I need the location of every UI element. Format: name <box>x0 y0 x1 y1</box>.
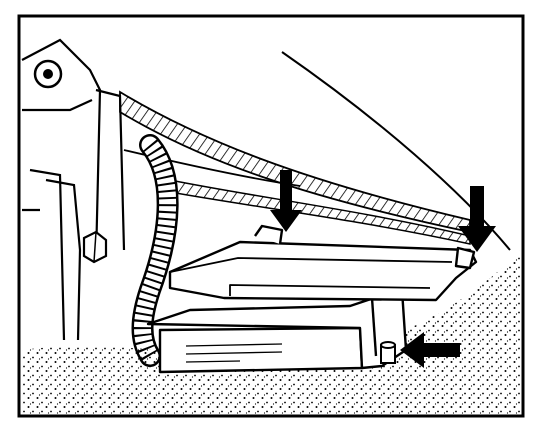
wiring-harness <box>131 134 179 367</box>
upper-left-bolt <box>33 59 63 89</box>
callout-arrow-top-right <box>458 186 496 252</box>
floor-carpet <box>22 250 520 414</box>
bracket-bolt <box>380 341 396 364</box>
control-module <box>146 224 478 374</box>
pillar-hex-nut <box>82 230 108 264</box>
callout-arrow-bolt <box>400 332 460 368</box>
callout-arrow-top-left <box>270 170 302 232</box>
